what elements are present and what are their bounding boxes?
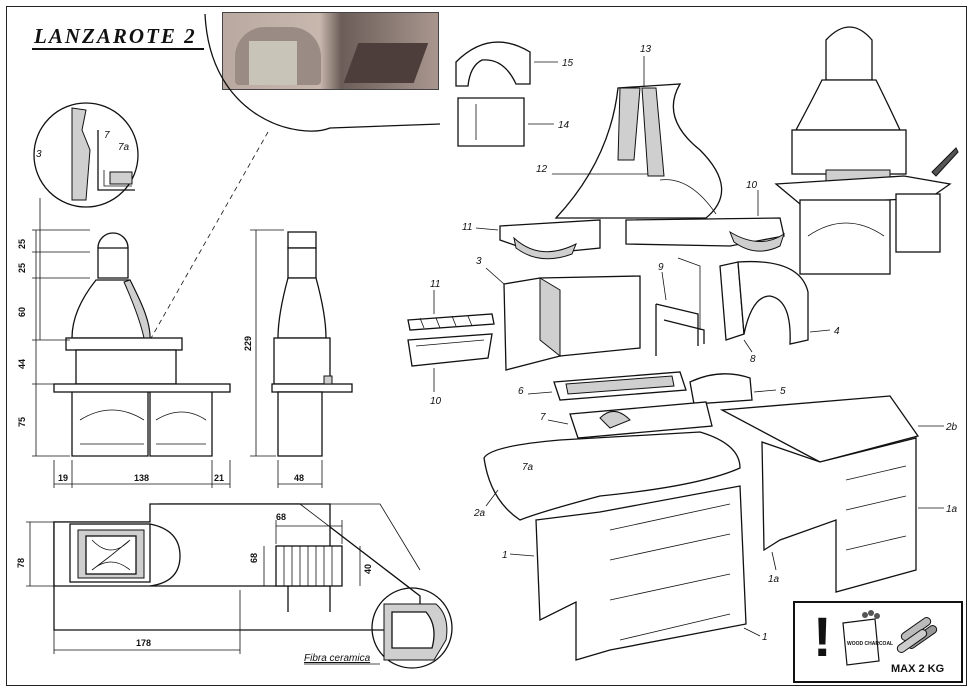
dim-21: 21 [214,473,224,483]
part-10-tray [407,333,493,392]
part-2a-top-left [483,431,741,521]
photo-callout [204,13,441,132]
dim-60: 60 [17,307,27,317]
dim-178: 178 [136,638,151,648]
callout-dashed-line [149,131,269,341]
label-part-7: 7 [540,412,546,423]
charcoal-bag-icon [842,618,880,666]
dim-25-mid: 25 [17,263,27,273]
front-width-dims [53,460,231,488]
side-elevation [250,229,353,457]
grill-width-68: 68 [276,512,286,522]
part-1a-right-base [761,437,944,593]
grill-detail [263,520,361,612]
label-part-1-left: 1 [502,550,508,561]
label-part-2a: 2a [473,508,486,519]
grill-depth-40: 40 [363,564,373,574]
wood-logs-icon [896,617,938,653]
charcoal-icons: WOOD CHARCOAL [842,610,938,666]
label-part-10-top: 10 [746,180,758,191]
part-11-grate [407,290,495,331]
label-part-5: 5 [780,386,786,397]
part-11-shelf-left [475,219,601,260]
label-part-2b: 2b [945,422,958,433]
grill-height-68: 68 [249,553,259,563]
ceramic-fibre-detail [299,503,453,669]
label-part-14: 14 [558,120,570,131]
label-part-6: 6 [518,386,524,397]
charcoal-bag-label: WOOD CHARCOAL [847,641,893,647]
label-part-1a-bottom: 1a [768,574,780,585]
side-width-dim [277,460,323,488]
part-1-left-base [509,485,761,661]
part-7-hearth [547,401,713,439]
dim-229: 229 [243,336,253,351]
part-2b-top-right [719,395,944,463]
label-part-3: 3 [476,256,482,267]
page-title: LANZAROTE 2 [34,24,197,48]
part-14-block [457,97,554,147]
label-part-12: 12 [536,164,548,175]
detail-label-7a: 7a [118,142,130,153]
title-underline [32,48,204,50]
label-part-8: 8 [750,354,756,365]
detail-label-7: 7 [104,130,110,141]
page-frame [6,6,967,686]
dim-48: 48 [294,473,304,483]
label-part-4: 4 [834,326,840,337]
dim-138: 138 [134,473,149,483]
max-weight-text: MAX 2 KG [891,663,945,675]
label-part-10: 10 [430,396,442,407]
part-13-hood [552,56,723,219]
label-part-7a: 7a [522,462,534,473]
label-part-9: 9 [658,262,664,273]
dim-78: 78 [16,558,26,568]
wall-detail-circle [33,102,139,340]
label-part-11: 11 [430,279,440,290]
charcoal-warning-box: ! WOOD CHARCOAL MAX 2 KG [793,601,963,683]
part-4-firebox [737,260,831,345]
plan-view [26,503,421,654]
label-part-1-bottom: 1 [762,632,768,643]
dim-19: 19 [58,473,68,483]
label-part-15: 15 [562,58,574,69]
dim-44: 44 [17,359,27,369]
dim-75: 75 [17,417,27,427]
part-3-backwall [485,267,641,371]
front-height-dims [32,229,90,457]
part-15-arch [455,41,558,87]
detail-label-3: 3 [36,149,42,160]
part-10-shelf-right [625,190,785,252]
label-part-1a-right: 1a [946,504,958,515]
part-6-base [527,371,687,401]
label-part-13: 13 [640,44,652,55]
part-5-cap [689,373,777,405]
warning-exclamation-icon: ! [813,605,832,668]
label-part-11-top: 11 [462,222,472,233]
product-photo [222,12,439,90]
assembled-barbecue [774,26,959,275]
front-elevation [53,232,231,457]
fibra-ceramica-label: Fibra ceramica [304,653,371,664]
part-9-bracket [655,271,705,356]
dim-25-top: 25 [17,239,27,249]
